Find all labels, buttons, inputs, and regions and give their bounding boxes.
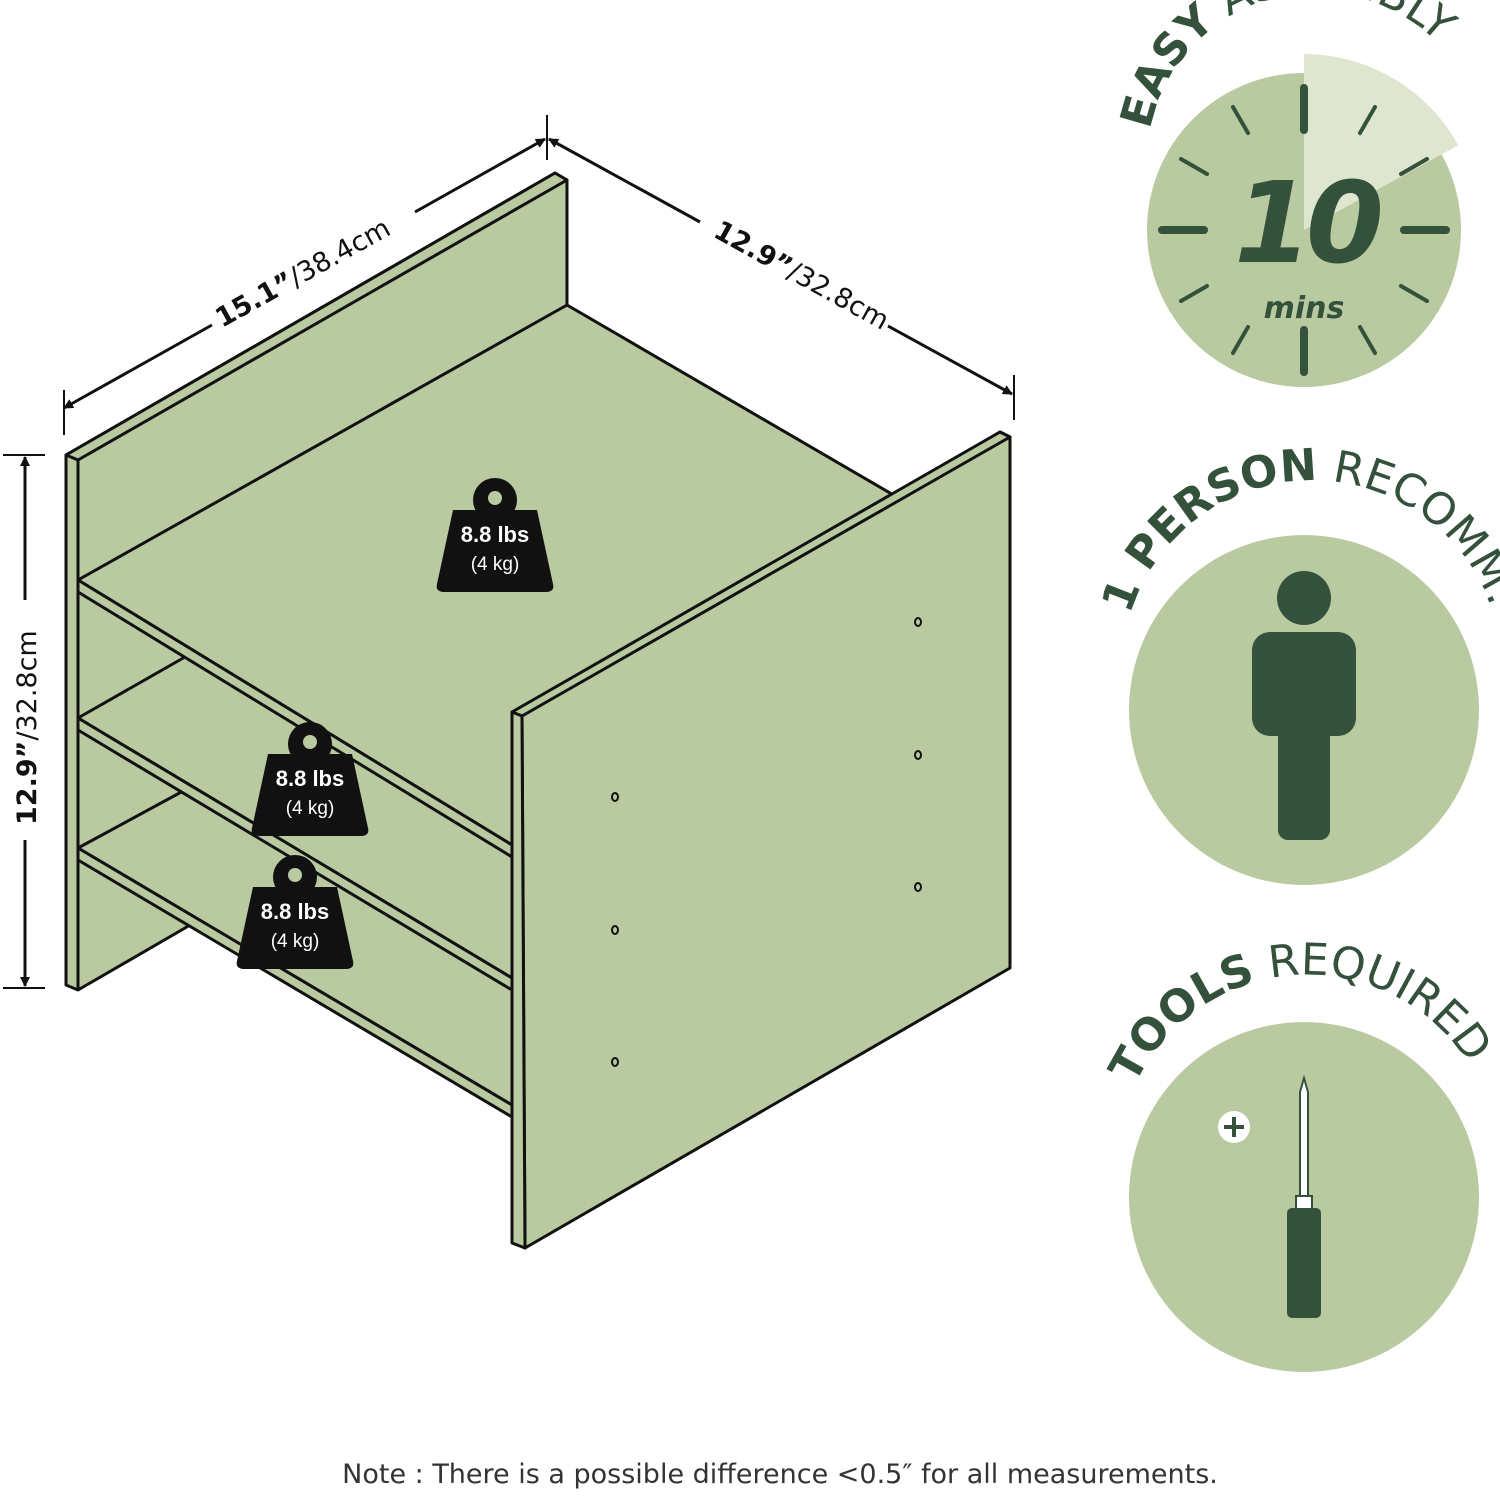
svg-text:12.9”/32.8cm: 12.9”/32.8cm bbox=[12, 630, 43, 825]
timer-tick bbox=[1358, 105, 1377, 136]
timer-tick bbox=[1398, 157, 1429, 176]
timer-tick bbox=[1179, 157, 1210, 176]
timer-tick bbox=[1231, 324, 1250, 355]
weight-handle-hole bbox=[288, 868, 302, 882]
load-kg: (4 kg) bbox=[271, 931, 320, 952]
load-kg: (4 kg) bbox=[286, 798, 335, 819]
weight-body bbox=[236, 887, 354, 969]
timer-tick bbox=[1179, 284, 1210, 303]
load-lbs: 8.8 lbs bbox=[461, 522, 529, 547]
depth-inches: 12.9” bbox=[709, 215, 798, 283]
screwdriver-icon bbox=[1287, 1074, 1321, 1318]
peg-holes bbox=[611, 617, 922, 1067]
dimension-height: 12.9”/32.8cm bbox=[3, 454, 45, 989]
phillips-plus-icon bbox=[1218, 1111, 1250, 1143]
timer-number: 10 bbox=[1234, 159, 1380, 289]
weight-handle-hole bbox=[303, 735, 317, 749]
load-kg: (4 kg) bbox=[471, 554, 520, 575]
measurement-note: Note : There is a possible difference <0… bbox=[342, 1459, 1218, 1490]
load-lbs: 8.8 lbs bbox=[261, 899, 329, 924]
timer-unit: mins bbox=[1264, 291, 1345, 326]
shelf-unit bbox=[64, 171, 1012, 1250]
weight-body bbox=[436, 510, 554, 592]
shelf-load-weight: 8.8 lbs (4 kg) bbox=[436, 478, 554, 592]
timer-ticks bbox=[1158, 84, 1450, 376]
tools-badge: TOOLS REQUIRED bbox=[1100, 934, 1500, 1372]
timer-tick bbox=[1358, 324, 1377, 355]
height-cm: /32.8cm bbox=[12, 630, 43, 740]
weight-handle-hole bbox=[488, 491, 502, 505]
height-inches: 12.9” bbox=[12, 741, 43, 825]
easy-assembly-badge: 10 mins EASY ASSEMBLY bbox=[1111, 0, 1465, 387]
svg-text:12.9”/32.8cm: 12.9”/32.8cm bbox=[709, 215, 894, 337]
weight-body bbox=[251, 754, 369, 836]
timer-progress-wedge bbox=[1304, 54, 1459, 230]
left-panel-edge bbox=[64, 171, 569, 462]
width-inches: 15.1” bbox=[210, 266, 299, 334]
person-icon bbox=[1252, 571, 1356, 840]
depth-cm: /32.8cm bbox=[782, 256, 894, 337]
timer-tick bbox=[1398, 284, 1429, 303]
shelf-load-weight: 8.8 lbs (4 kg) bbox=[251, 722, 369, 836]
shelf-load-weight: 8.8 lbs (4 kg) bbox=[236, 855, 354, 969]
one-person-badge: 1 PERSON RECOMM. bbox=[1092, 440, 1500, 885]
load-lbs: 8.8 lbs bbox=[276, 766, 344, 791]
timer-tick bbox=[1231, 105, 1250, 136]
shelf-loads: 8.8 lbs (4 kg) 8.8 lbs (4 kg) 8.8 lbs (4… bbox=[236, 478, 554, 969]
right-panel-front-edge bbox=[510, 710, 527, 1250]
